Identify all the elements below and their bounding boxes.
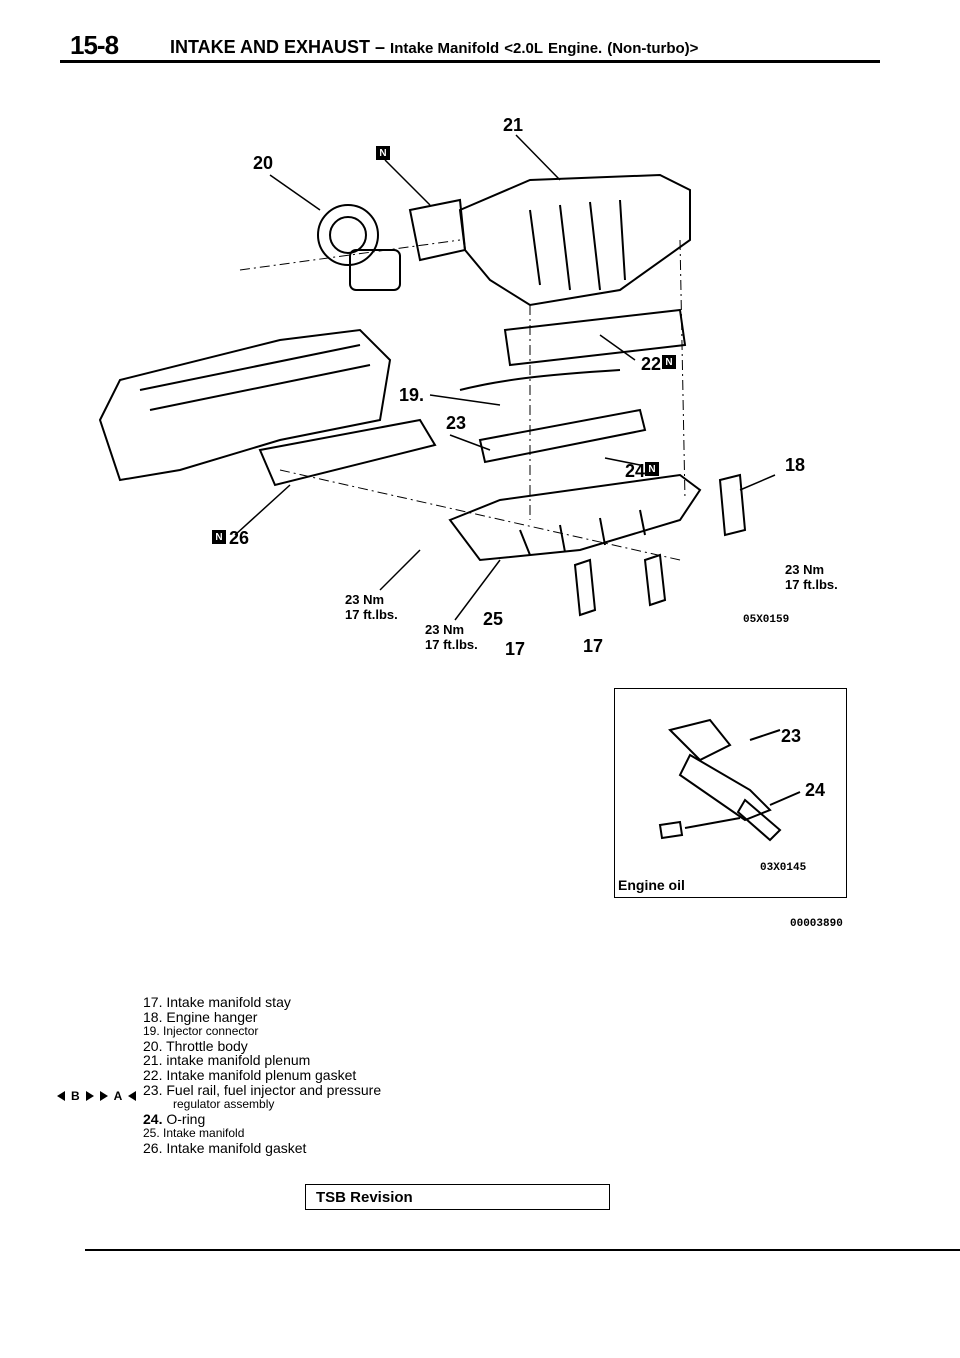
legend-item-24-text: O-ring <box>166 1110 206 1127</box>
legend-item-24-num: 24. <box>143 1110 163 1127</box>
marker-left-arrow-icon <box>128 1091 137 1101</box>
callout-22: 22 <box>641 354 662 374</box>
oil-can-icon <box>658 820 684 840</box>
marker-left-arrow-icon <box>57 1091 65 1101</box>
new-part-mark-22: N <box>662 355 676 369</box>
new-part-mark-24: N <box>645 462 659 476</box>
torque-spec-1: 23 Nm 17 ft.lbs. <box>345 592 398 622</box>
callout-21: 21 <box>503 115 524 135</box>
engine-size: <2.0L <box>504 40 544 57</box>
marker-right-arrow-icon <box>99 1091 108 1101</box>
inset-frame <box>614 688 847 898</box>
callout-18: 18 <box>785 455 806 475</box>
engine-head-outline <box>98 328 392 482</box>
torque-nm: 23 Nm <box>425 622 465 637</box>
callout-25: 25 <box>483 609 504 629</box>
legend-item-18: 18. Engine hanger <box>143 1008 258 1025</box>
exploded-diagram <box>98 134 776 621</box>
engine-word: Engine. <box>548 40 603 57</box>
legend-item-17: 17. Intake manifold stay <box>143 994 291 1010</box>
legend-item-25: 25. Intake manifold <box>143 1126 245 1141</box>
procedure-markers: B A <box>57 1089 137 1103</box>
inset-callout-23: 23 <box>781 726 802 746</box>
fuel-rail-outline <box>478 408 647 464</box>
legend-item-24: 24. O-ring <box>143 1110 381 1127</box>
section-title: INTAKE AND EXHAUST – <box>170 37 386 57</box>
header-rule <box>60 60 880 63</box>
callout-23: 23 <box>446 413 467 433</box>
marker-b: B <box>71 1089 80 1103</box>
engine-hanger-outline <box>718 473 747 537</box>
parts-legend: 17. Intake manifold stay 18. Engine hang… <box>143 995 381 1156</box>
torque-nm: 23 Nm <box>785 562 825 577</box>
legend-item-19: 19. Injector connector <box>143 1024 259 1039</box>
callout-20: 20 <box>253 153 274 173</box>
inset-caption: Engine oil <box>618 877 685 893</box>
marker-right-arrow-icon <box>85 1091 94 1101</box>
injector-body <box>678 753 772 822</box>
inset-callout-24: 24 <box>805 780 826 800</box>
callout-26: 26 <box>229 528 250 548</box>
subsection-title: Intake Manifold <box>390 40 500 57</box>
wire-harness <box>459 369 621 391</box>
inset-figure-code: 03X0145 <box>760 862 807 874</box>
tsb-revision-box: TSB Revision <box>305 1184 610 1210</box>
legend-item-26: 26. Intake manifold gasket <box>143 1139 307 1156</box>
callout-24: 24 <box>625 461 646 481</box>
legend-item-23: 23. Fuel rail, fuel injector and pressur… <box>143 1081 382 1098</box>
torque-ftlbs: 17 ft.lbs. <box>425 637 478 652</box>
plenum-gasket-outline <box>503 308 687 367</box>
torque-spec-2: 23 Nm 17 ft.lbs. <box>425 622 478 652</box>
page-title: INTAKE AND EXHAUST – Intake Manifold <2.… <box>170 37 698 58</box>
figure-code: 05X0159 <box>743 614 790 626</box>
plenum-outline <box>458 173 691 307</box>
torque-spec-3: 23 Nm 17 ft.lbs. <box>785 562 838 592</box>
torque-ftlbs: 17 ft.lbs. <box>345 607 398 622</box>
callout-17a: 17 <box>505 639 526 659</box>
manifold-gasket-outline <box>258 418 437 487</box>
new-part-mark-20: N <box>376 146 390 160</box>
legend-item-20: 20. Throttle body <box>143 1037 248 1054</box>
injector-inset-drawing <box>658 718 801 842</box>
callout-17b: 17 <box>583 636 604 656</box>
page-figure-code: 00003890 <box>790 918 843 930</box>
torque-ftlbs: 17 ft.lbs. <box>785 577 838 592</box>
torque-nm: 23 Nm <box>345 592 385 607</box>
new-part-mark-26: N <box>212 530 226 544</box>
page-number: 15-8 <box>70 30 119 60</box>
intake-manifold-outline <box>448 473 702 562</box>
legend-item-23-cont: regulator assembly <box>173 1097 275 1112</box>
marker-a: A <box>113 1089 123 1103</box>
footer-rule <box>85 1249 960 1251</box>
legend-item-22: 22. Intake manifold plenum gasket <box>143 1066 357 1083</box>
legend-item-21: 21. intake manifold plenum <box>143 1052 311 1069</box>
engine-variant: (Non-turbo)> <box>607 40 699 57</box>
callout-19: 19. <box>399 385 425 405</box>
throttle-body-outline <box>317 204 379 266</box>
